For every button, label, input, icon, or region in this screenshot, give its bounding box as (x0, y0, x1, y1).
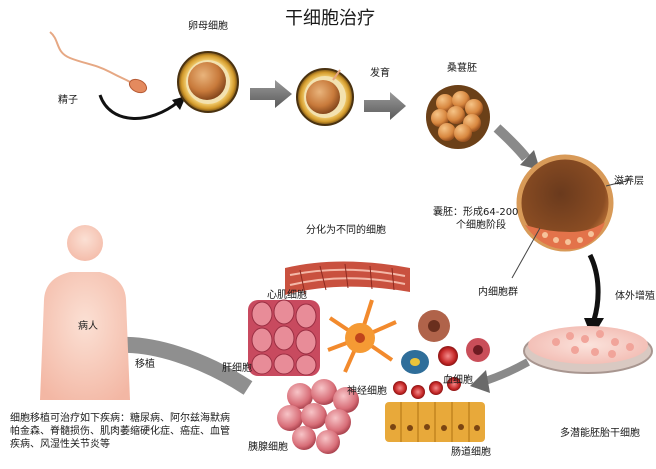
label-diseases-3: 疾病、风湿性关节炎等 (10, 438, 110, 451)
label-morula: 桑葚胚 (447, 62, 477, 75)
label-neuron: 神经细胞 (347, 385, 387, 398)
label-sperm: 精子 (58, 94, 78, 107)
blastocyst-illustration (512, 157, 630, 278)
label-trophoblast: 滋养层 (614, 175, 644, 188)
label-blood-cell: 血细胞 (443, 374, 473, 387)
label-stem-cells: 多潜能胚胎干细胞 (560, 427, 640, 440)
label-intestinal: 肠道细胞 (451, 446, 491, 459)
label-pancreatic: 胰腺细胞 (248, 441, 288, 454)
label-egg: 卵母细胞 (188, 20, 228, 33)
egg-cell-illustration (178, 52, 238, 112)
patient-illustration (40, 225, 130, 400)
label-diseases-1: 细胞移植可治疗如下疾病：糖尿病、阿尔兹海默病 (10, 412, 230, 425)
label-hepatocyte: 肝细胞 (222, 362, 252, 375)
label-cardiomyocyte: 心肌细胞 (267, 289, 307, 302)
label-blastocyst-2: 个细胞阶段 (456, 219, 506, 232)
sperm-illustration (50, 32, 149, 95)
label-diseases-2: 帕金森、脊髓损伤、肌肉萎缩硬化症、癌症、血管 (10, 425, 230, 438)
intestinal-cell-illustration (385, 402, 485, 442)
label-develop: 发育 (370, 67, 390, 80)
label-differentiate: 分化为不同的细胞 (306, 224, 386, 237)
petri-dish-illustration (524, 326, 652, 373)
neuron-illustration (328, 300, 396, 372)
diagram-title: 干细胞治疗 (285, 4, 375, 30)
morula-illustration (426, 85, 490, 149)
label-transplant: 移植 (135, 358, 155, 371)
label-patient: 病人 (78, 320, 98, 333)
label-blastocyst-1: 囊胚：形成64-200 (433, 206, 518, 219)
label-inner-cell-mass: 内细胞群 (478, 286, 518, 299)
hepatocyte-illustration (248, 300, 320, 376)
label-in-vitro: 体外增殖 (615, 290, 655, 303)
fertilized-egg-illustration (297, 69, 353, 125)
